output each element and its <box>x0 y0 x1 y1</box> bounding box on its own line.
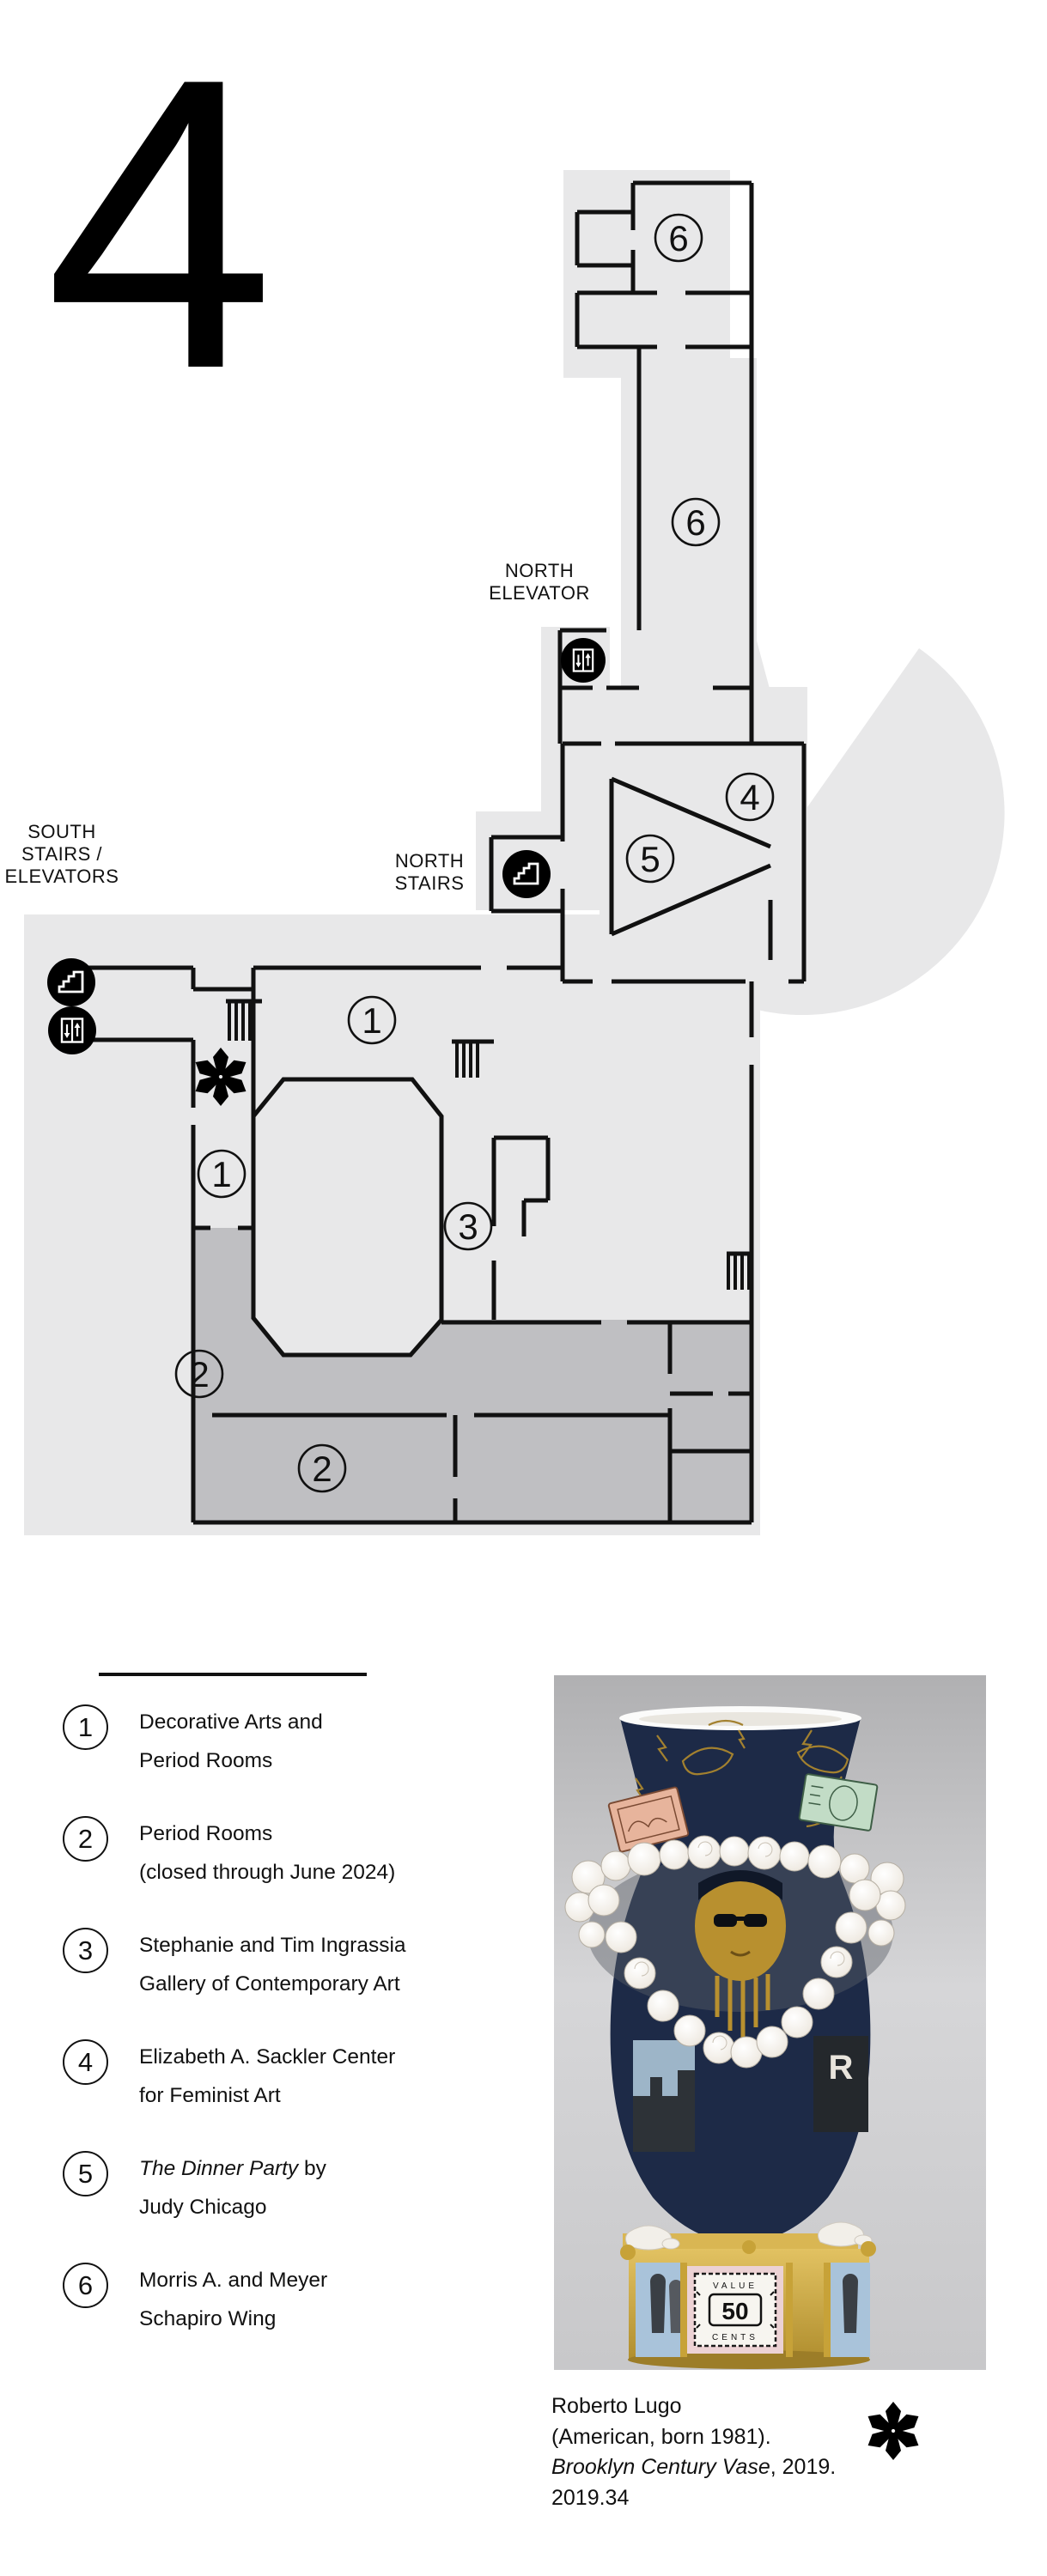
stair-hatch <box>228 1003 751 1290</box>
legend-number: 3 <box>63 1928 108 1973</box>
room-marker-1: 1 <box>197 1149 247 1199</box>
stairs-icon <box>502 850 551 898</box>
elevator-icon <box>48 1006 96 1054</box>
room-marker-4: 4 <box>725 772 775 822</box>
svg-text:1: 1 <box>211 1154 231 1194</box>
caption-line: (American, born 1981). <box>551 2424 771 2449</box>
caption-line: Roberto Lugo <box>551 2394 682 2418</box>
fifty-cents-stamp: VALUE 50 CENTS <box>693 2272 777 2348</box>
room-marker-2: 2 <box>174 1349 224 1399</box>
rose-garland <box>564 1835 906 2069</box>
svg-text:CENTS: CENTS <box>712 2333 758 2342</box>
legend-number: 2 <box>63 1816 108 1862</box>
goat-heads <box>624 2221 873 2251</box>
svg-text:6: 6 <box>668 218 688 258</box>
room-marker-6: 6 <box>654 213 703 263</box>
legend-label: Period Rooms(closed through June 2024) <box>139 1822 396 1884</box>
svg-text:3: 3 <box>458 1206 478 1247</box>
portrait-figure <box>695 1870 786 2039</box>
room-marker-3: 3 <box>443 1201 493 1251</box>
vase: R <box>564 1706 906 2369</box>
artwork-caption: Roberto Lugo (American, born 1981). Brookl… <box>551 2391 878 2513</box>
octagon-gallery-walls <box>251 1077 444 1358</box>
room-marker-2: 2 <box>297 1443 347 1493</box>
stamp-left <box>607 1786 690 1853</box>
room-marker-5: 5 <box>625 834 675 884</box>
svg-text:6: 6 <box>685 502 705 543</box>
elevator-icon <box>561 638 606 683</box>
svg-text:4: 4 <box>740 777 759 817</box>
legend-divider <box>99 1673 367 1676</box>
room-marker-6: 6 <box>671 497 721 547</box>
stamp-right <box>798 1773 879 1832</box>
svg-text:5: 5 <box>640 839 660 879</box>
walls <box>83 180 807 1525</box>
artwork-photo: R <box>554 1675 986 2370</box>
legend-number: 1 <box>63 1704 108 1750</box>
legend-item-2: 2 Period Rooms(closed through June 2024) <box>0 1814 515 1926</box>
svg-text:50: 50 <box>721 2298 748 2324</box>
asterisk-footnote-symbol <box>864 2402 922 2460</box>
vase-base: VALUE 50 CENTS <box>620 2221 876 2369</box>
svg-text:2: 2 <box>189 1354 209 1394</box>
legend-number: 4 <box>63 2039 108 2085</box>
svg-text:VALUE: VALUE <box>713 2281 758 2291</box>
floor-number: 4 <box>45 0 275 455</box>
north-stairs-label-panel <box>368 797 476 914</box>
stairs-icon <box>47 958 95 1006</box>
legend-number: 5 <box>63 2151 108 2196</box>
caption-line: Brooklyn Century Vase, 2019. <box>551 2455 837 2479</box>
svg-text:1: 1 <box>362 1000 381 1041</box>
room-marker-1: 1 <box>347 995 397 1045</box>
caption-line: 2019.34 <box>551 2485 630 2510</box>
svg-text:2: 2 <box>312 1449 332 1489</box>
svg-text:R: R <box>829 2049 854 2087</box>
legend-number: 6 <box>63 2263 108 2308</box>
